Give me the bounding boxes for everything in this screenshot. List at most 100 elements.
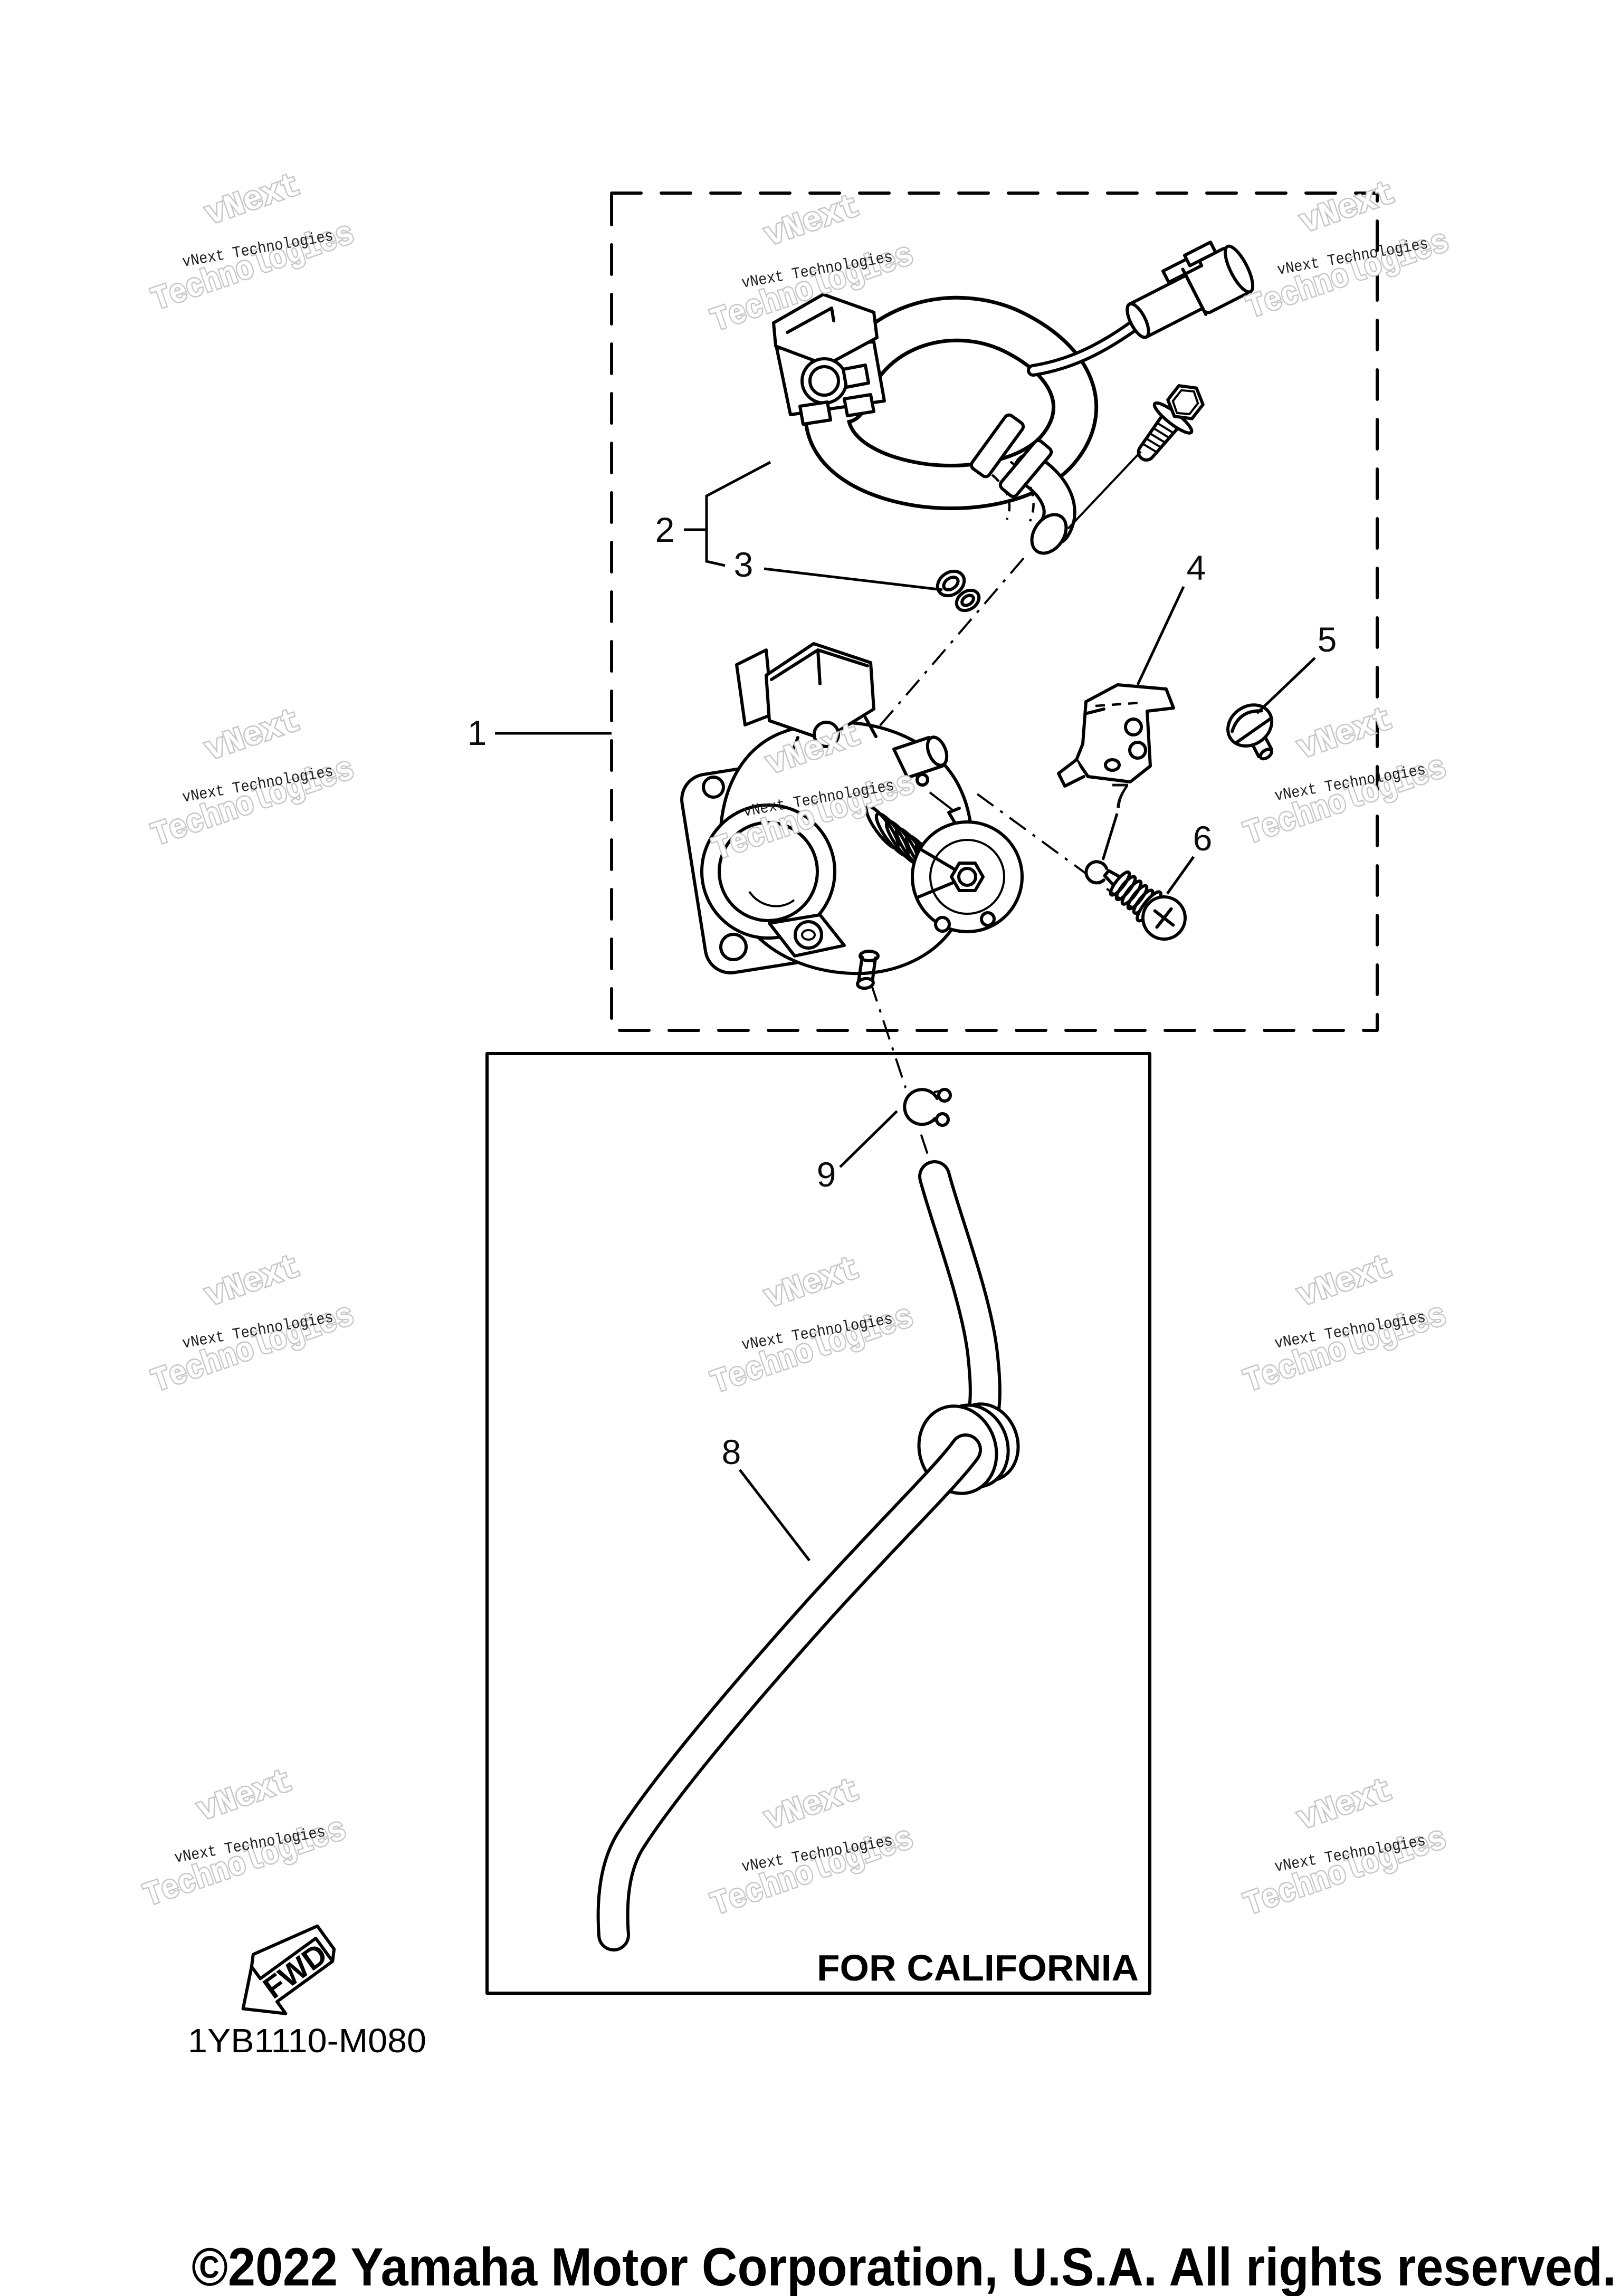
sensor-plate	[772, 293, 879, 367]
callout-5: 5	[1318, 620, 1337, 659]
connector-latch-2	[1183, 241, 1217, 267]
clamp-curl-1	[937, 1088, 952, 1103]
leader-2-bracket	[705, 461, 771, 567]
watermark: vNext Technologies vNext Technologies	[138, 1761, 352, 1917]
bracket-bend-line	[1085, 707, 1105, 715]
cam-shaft-center	[957, 867, 977, 887]
tps-connector-ball	[813, 721, 840, 748]
watermark-big-line1: vNext	[1293, 701, 1398, 768]
sensor-plate-slot	[786, 307, 835, 334]
watermark-big-line1: vNext	[760, 1772, 865, 1839]
branch-hidden-line-2	[991, 474, 1011, 520]
body-detail-line	[929, 791, 953, 811]
bracket-hole-3	[1104, 758, 1121, 772]
lower-flange-hole	[794, 920, 823, 950]
watermark-big-line1: vNext	[201, 702, 306, 770]
screw6-coil-5	[1109, 870, 1131, 897]
leader-6	[1166, 856, 1195, 895]
body-screw-detail	[916, 773, 929, 787]
clamp-ring	[903, 1088, 939, 1126]
cam-hex-nut	[950, 862, 985, 892]
leader-4	[1136, 586, 1185, 686]
butterfly-edge	[748, 891, 795, 907]
injector-inlet-cap	[926, 735, 949, 767]
bolt-pointer-line	[1067, 451, 1142, 530]
bracket-hole-2	[1128, 741, 1147, 760]
cam-lobe-1	[934, 916, 951, 933]
lower-flange-hole-inner	[801, 929, 816, 941]
watermark: vNext Technologies vNext Technologies	[705, 1248, 919, 1404]
watermark: vNext Technologies vNext Technologies	[146, 701, 360, 856]
california-label: FOR CALIFORNIA	[817, 1947, 1139, 1988]
harness-connector	[1126, 241, 1255, 339]
screw6-phillips	[1153, 907, 1175, 929]
main-assembly-dashed-box	[610, 192, 1379, 1032]
clamp-wire-ends	[933, 1090, 940, 1122]
watermarks: vNext Technologies vNext Technologies vN…	[138, 165, 1455, 1926]
sensor-bracket	[1057, 683, 1175, 788]
flange-bolt	[1137, 384, 1205, 462]
cam-cable-hook	[947, 807, 961, 825]
bolt-threads	[1141, 422, 1174, 454]
watermark: vNext Technologies vNext Technologies	[1238, 1770, 1452, 1926]
callout-7: 7	[1111, 776, 1130, 815]
watermark: vNext Technologies vNext Technologies	[1241, 173, 1455, 329]
watermark-big-line1: vNext	[201, 1248, 306, 1316]
callout-1: 1	[468, 713, 487, 752]
bracket-hole-1	[1124, 718, 1143, 736]
connector-rear-cap	[1223, 244, 1255, 294]
part-code-label: 1YB1110-M080	[188, 2022, 426, 2060]
callout-2: 2	[655, 510, 675, 549]
screw5-head-base	[1234, 716, 1273, 744]
hose-sensor	[772, 293, 886, 426]
watermark-big-line1: vNext	[760, 188, 865, 255]
sensor-foot-2	[843, 393, 875, 417]
hose-cuff-1	[969, 413, 1025, 479]
fwd-arrow-extrusion	[250, 1924, 336, 1968]
bracket-hidden-edge	[1095, 701, 1141, 707]
pan-head-screw	[1226, 703, 1274, 761]
leader-9	[839, 1110, 898, 1168]
watermark-big-line1: vNext	[193, 1763, 298, 1830]
watermark: vNext Technologies vNext Technologies	[1238, 1247, 1452, 1402]
harness-wire-inner	[1030, 320, 1141, 374]
screw5-slot	[1230, 709, 1263, 733]
watermark-big-line1: vNext	[760, 1250, 865, 1317]
screw5-tip	[1258, 748, 1273, 761]
callout-leaders	[495, 461, 1316, 1562]
bracket-ear	[1057, 758, 1085, 788]
sensor-foot-1	[798, 400, 832, 426]
watermark-big-line1: vNext	[201, 167, 306, 234]
branch-port-opening	[1030, 513, 1068, 555]
fwd-arrow-face	[241, 1936, 335, 2015]
watermark-big-line1: vNext	[1293, 1248, 1398, 1316]
callout-8: 8	[722, 1432, 741, 1471]
callout-numbers: 1 2 3 4 5 6 7 8 9	[468, 510, 1337, 1471]
throttle-body	[680, 642, 1024, 990]
idle-screw	[1103, 869, 1187, 941]
watermark: vNext Technologies vNext Technologies	[705, 1770, 919, 1926]
hose-assembly	[772, 241, 1255, 555]
cam-lobe-2	[980, 911, 996, 927]
throttle-bore-inner	[718, 821, 819, 922]
sensor-clamp-ring-inner	[808, 365, 840, 397]
tps-connector	[765, 642, 875, 741]
vacuum-port	[856, 950, 880, 990]
callout-6: 6	[1193, 819, 1213, 858]
bracket-outline	[1075, 683, 1175, 783]
leader-5	[1256, 657, 1316, 714]
callout-4: 4	[1187, 548, 1206, 587]
watermark-big-line1: vNext	[1295, 175, 1400, 242]
center-lines	[870, 557, 1159, 1164]
e-clip	[1084, 860, 1108, 885]
watermark: vNext Technologies vNext Technologies	[146, 1247, 360, 1402]
o-rings	[936, 569, 981, 613]
hose-cuff-2	[998, 439, 1053, 498]
drain-hose-axis	[870, 982, 932, 1164]
callout-9: 9	[817, 1155, 836, 1194]
hose-loop-inner	[807, 299, 1095, 507]
throttle-cam	[911, 807, 1024, 933]
o-ring-2-inner	[960, 594, 975, 607]
